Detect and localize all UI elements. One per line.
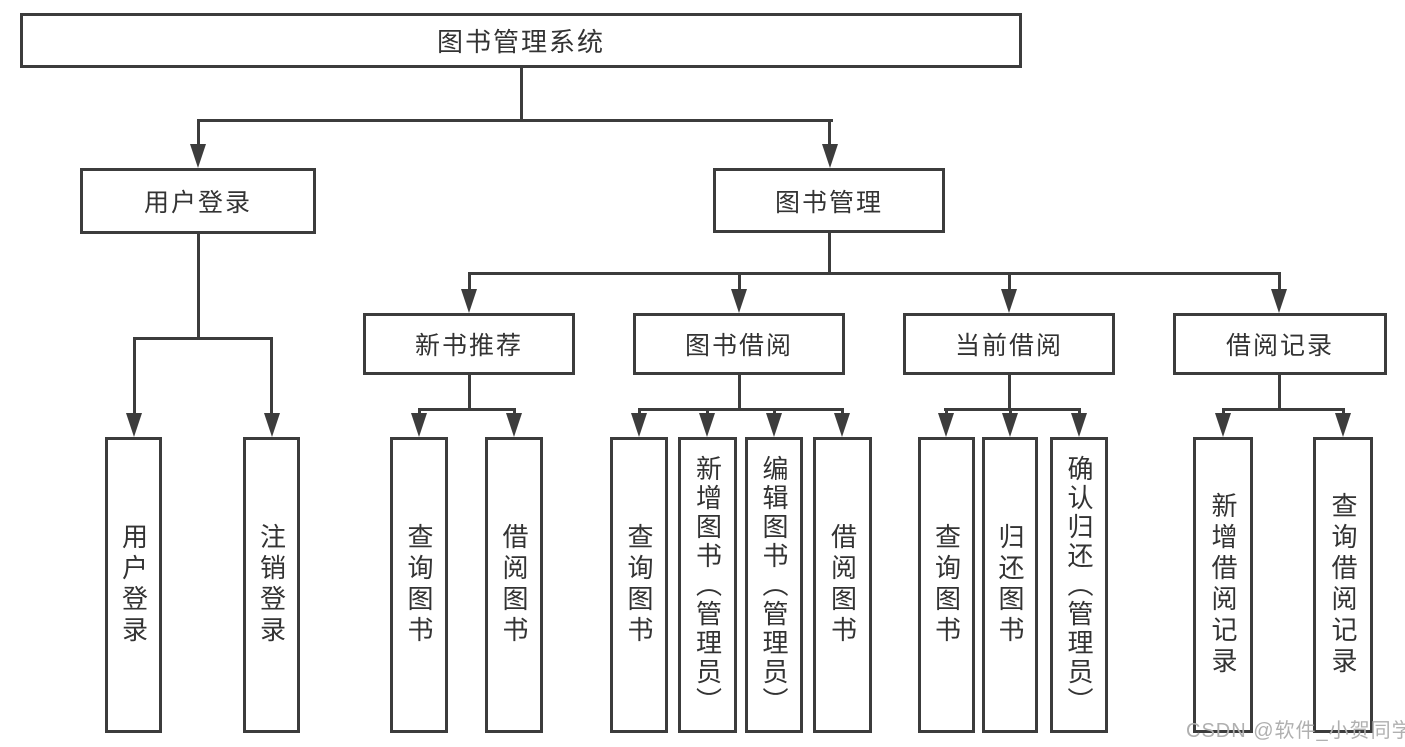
connector-line xyxy=(133,337,136,416)
arrow-down-icon xyxy=(1071,413,1087,437)
node-root: 图书管理系统 xyxy=(20,13,1022,68)
connector-line xyxy=(468,272,471,292)
arrow-down-icon xyxy=(506,413,522,437)
arrow-down-icon xyxy=(1335,413,1351,437)
node-leaf-return-books: 归还图书 xyxy=(982,437,1038,733)
node-leaf-confirm-return-admin: 确认归还（管理员） xyxy=(1050,437,1108,733)
arrow-down-icon xyxy=(938,413,954,437)
connector-line xyxy=(520,66,523,122)
node-leaf-query-books-recommend: 查询图书 xyxy=(390,437,448,733)
arrow-down-icon xyxy=(766,413,782,437)
connector-line xyxy=(828,231,831,275)
node-borrowing-records: 借阅记录 xyxy=(1173,313,1387,375)
node-leaf-query-books-borrowing: 查询图书 xyxy=(610,437,668,733)
connector-line xyxy=(1278,272,1281,292)
arrow-down-icon xyxy=(411,413,427,437)
connector-line xyxy=(197,232,200,340)
arrow-down-icon xyxy=(699,413,715,437)
arrow-down-icon xyxy=(1215,413,1231,437)
node-leaf-add-books-admin: 新增图书（管理员） xyxy=(678,437,737,733)
node-leaf-add-borrow-record: 新增借阅记录 xyxy=(1193,437,1253,733)
connector-line xyxy=(1278,373,1281,411)
node-book-management: 图书管理 xyxy=(713,168,945,233)
connector-line xyxy=(468,373,471,411)
connector-line xyxy=(638,408,844,411)
connector-line xyxy=(1008,272,1011,292)
arrow-down-icon xyxy=(731,289,747,313)
arrow-down-icon xyxy=(834,413,850,437)
csdn-watermark: CSDN @软件_小贺同学 xyxy=(1186,720,1405,742)
node-book-borrowing: 图书借阅 xyxy=(633,313,845,375)
arrow-down-icon xyxy=(190,144,206,168)
node-current-borrowing: 当前借阅 xyxy=(903,313,1115,375)
node-leaf-query-borrow-record: 查询借阅记录 xyxy=(1313,437,1373,733)
node-leaf-borrow-books-recommend: 借阅图书 xyxy=(485,437,543,733)
node-leaf-logout-login: 注销登录 xyxy=(243,437,300,733)
node-leaf-edit-books-admin: 编辑图书（管理员） xyxy=(745,437,803,733)
connector-line xyxy=(1222,408,1344,411)
connector-line xyxy=(1008,373,1011,411)
connector-line xyxy=(738,373,741,411)
connector-line xyxy=(197,119,833,122)
connector-line xyxy=(418,408,516,411)
arrow-down-icon xyxy=(1002,413,1018,437)
node-leaf-borrow-books-borrowing: 借阅图书 xyxy=(813,437,872,733)
node-leaf-user-login: 用户登录 xyxy=(105,437,162,733)
connector-line xyxy=(468,272,1281,275)
node-leaf-query-books-current: 查询图书 xyxy=(918,437,975,733)
arrow-down-icon xyxy=(264,413,280,437)
arrow-down-icon xyxy=(1271,289,1287,313)
connector-line xyxy=(197,119,200,147)
connector-line xyxy=(133,337,273,340)
node-user-login: 用户登录 xyxy=(80,168,316,234)
connector-line xyxy=(270,337,273,416)
arrow-down-icon xyxy=(1001,289,1017,313)
node-new-book-recommend: 新书推荐 xyxy=(363,313,575,375)
arrow-down-icon xyxy=(126,413,142,437)
connector-line xyxy=(828,119,831,147)
arrow-down-icon xyxy=(631,413,647,437)
connector-line xyxy=(944,408,1080,411)
connector-line xyxy=(738,272,741,292)
arrow-down-icon xyxy=(461,289,477,313)
arrow-down-icon xyxy=(822,144,838,168)
